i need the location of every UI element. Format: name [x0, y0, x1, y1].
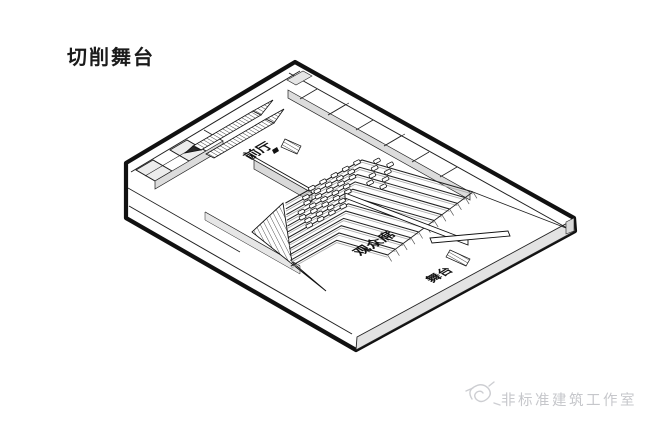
left-rooms — [135, 129, 224, 190]
sketch-bird-logo — [465, 381, 501, 406]
aisle-rail — [344, 192, 469, 246]
stage-edge-bar — [429, 230, 511, 244]
right-rooms-front-wall — [287, 89, 471, 201]
stage-ramp — [445, 249, 471, 267]
slab-edge — [355, 219, 576, 351]
staircase — [183, 99, 285, 159]
small-hatched-block — [272, 138, 302, 155]
page-title: 切削舞台 — [67, 45, 155, 69]
building-outline — [123, 59, 578, 353]
seating-side-wall — [251, 202, 327, 292]
watermark-text: 非标准建筑工作室 — [501, 392, 637, 409]
seat-markers — [297, 157, 394, 229]
watermark: 非标准建筑工作室 — [465, 381, 637, 409]
lobby-partition-wall — [204, 153, 314, 275]
right-rooms — [286, 70, 471, 201]
